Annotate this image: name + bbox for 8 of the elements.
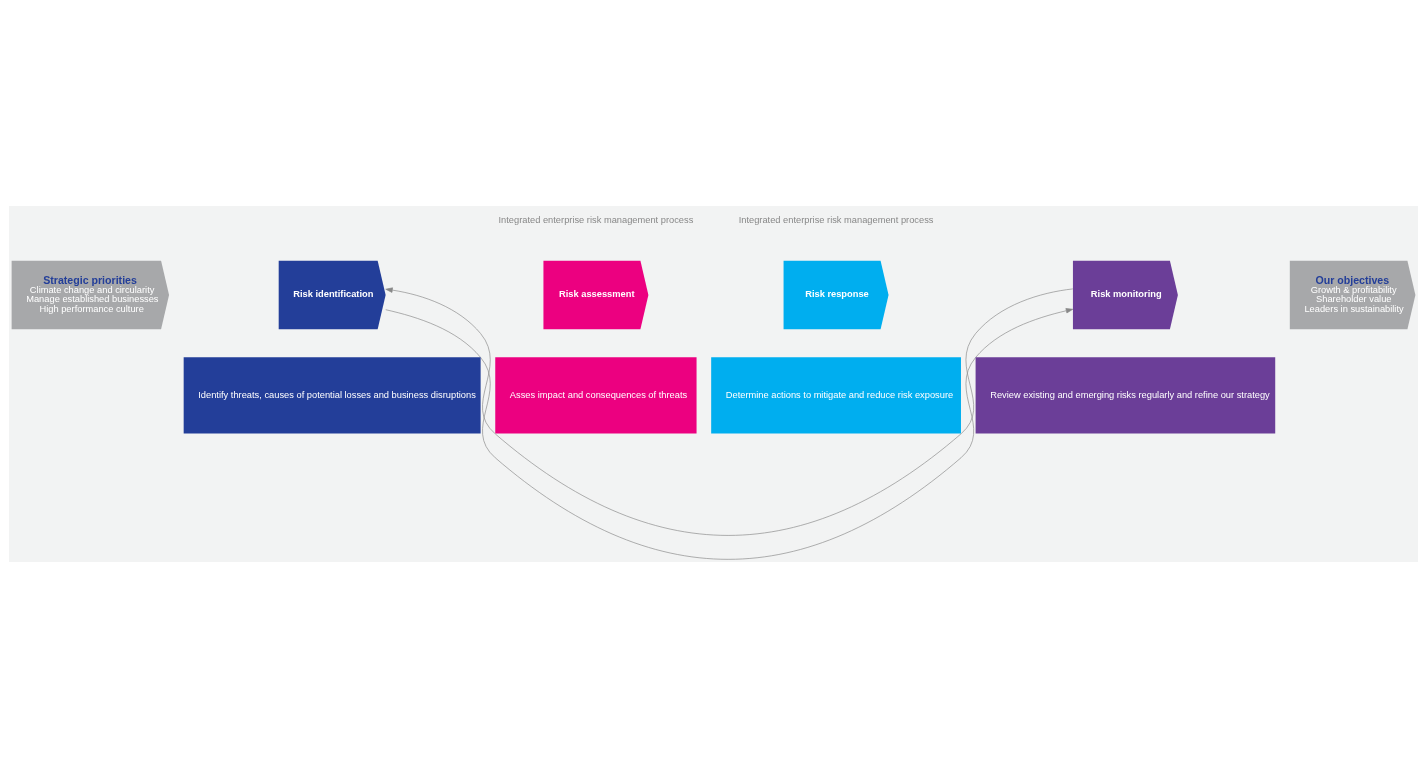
node-box: Identify threats, causes of potential losses and business disruptions bbox=[183, 356, 481, 434]
label: Integrated enterprise risk management process bbox=[738, 214, 934, 225]
node-box: Determine actions to mitigate and reduce risk exposure bbox=[711, 356, 961, 434]
node-box: Review existing and emerging risks regularly and refine our strategy bbox=[975, 356, 1276, 434]
node-box: Asses impact and consequences of threats bbox=[495, 356, 697, 434]
arrow bbox=[385, 286, 1074, 536]
arrow bbox=[385, 307, 1074, 560]
label: Integrated enterprise risk management process bbox=[498, 214, 694, 225]
